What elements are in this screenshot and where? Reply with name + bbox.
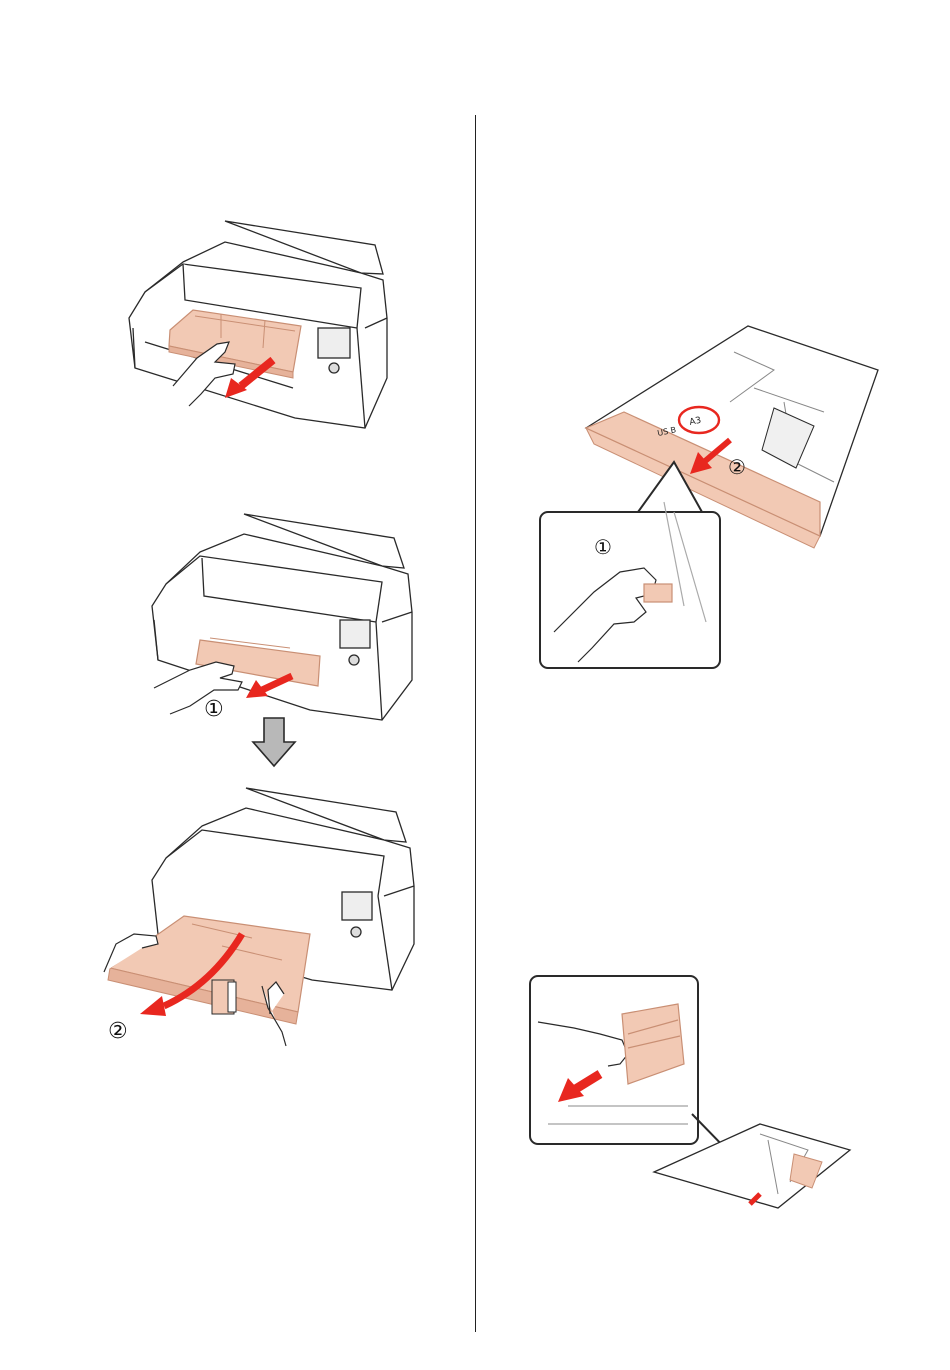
printer-output-tray-figure [125,218,395,430]
hand-icon [154,662,242,714]
down-arrow-icon [251,716,297,768]
step-label-1: ① [594,535,612,559]
printer-cassette-step2-figure: ② [102,784,424,1048]
paper-cassette [108,916,310,1024]
step-label-2: ② [728,455,746,479]
printer-cassette-step1-figure: ① [150,510,422,722]
paper-cassette-size-figure: A3 US B ② ① [534,322,884,672]
step-label-2: ② [108,1019,128,1044]
step-label-1: ① [204,697,224,722]
cassette-edge-guide-figure [528,974,860,1210]
column-divider [475,115,476,1332]
